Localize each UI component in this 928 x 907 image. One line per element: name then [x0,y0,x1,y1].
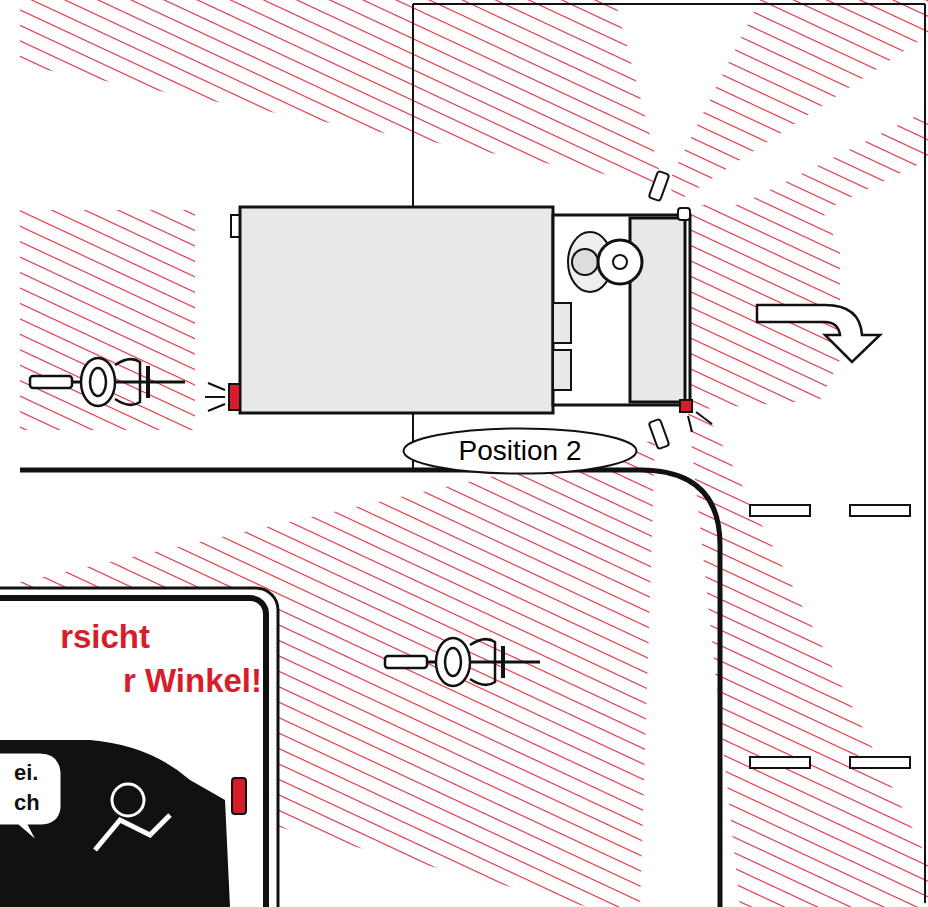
light-rays [205,383,712,432]
truck [229,171,692,449]
turn-arrow [757,305,880,362]
bicycle [30,358,185,406]
lane-marking [750,505,910,768]
position-ellipse: Position 2 [402,427,638,475]
sign-heading: rsicht [60,618,150,656]
warning-sign [0,588,278,907]
speech-text: ch [14,790,40,816]
sign-heading: r Winkel! [123,662,262,700]
position-label: Position 2 [402,435,638,467]
speech-text: ei. [14,760,38,786]
